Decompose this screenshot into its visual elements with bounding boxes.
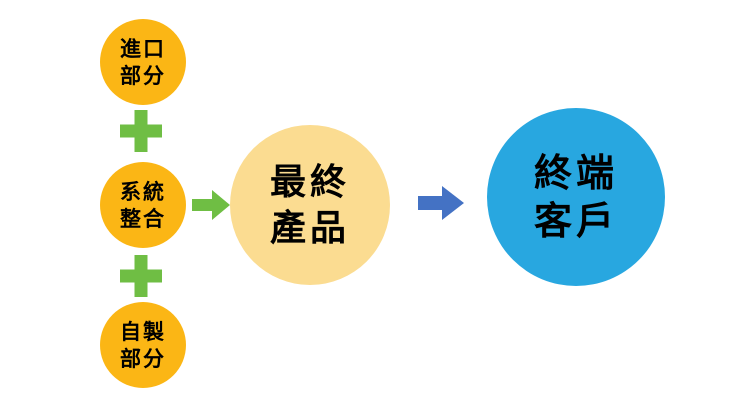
input-circle-label-line: 整合 <box>120 206 166 231</box>
final-product-label-line: 產品 <box>269 207 350 249</box>
final-product-label-line: 最終 <box>269 161 350 203</box>
input-circle-imported-parts: 進口 部分 <box>100 19 186 105</box>
end-customer-label-line: 終端 <box>533 150 618 195</box>
end-customer-circle: 終端 客戶 <box>487 108 665 286</box>
input-circle-label-line: 進口 <box>120 36 166 61</box>
plus-icon <box>120 110 162 152</box>
input-circle-label-line: 自製 <box>120 319 166 344</box>
input-circle-label-line: 部分 <box>120 346 166 371</box>
input-circle-label-line: 系統 <box>120 179 166 204</box>
final-product-circle: 最終 產品 <box>230 125 390 285</box>
end-customer-label-line: 客戶 <box>533 198 618 243</box>
input-circle-label-line: 部分 <box>120 63 166 88</box>
right-arrow-icon-blue <box>418 186 464 220</box>
input-circle-self-made-parts: 自製 部分 <box>100 302 186 388</box>
right-arrow-icon-green <box>192 190 230 220</box>
plus-icon <box>120 255 162 297</box>
input-circle-system-integration: 系統 整合 <box>100 162 186 248</box>
